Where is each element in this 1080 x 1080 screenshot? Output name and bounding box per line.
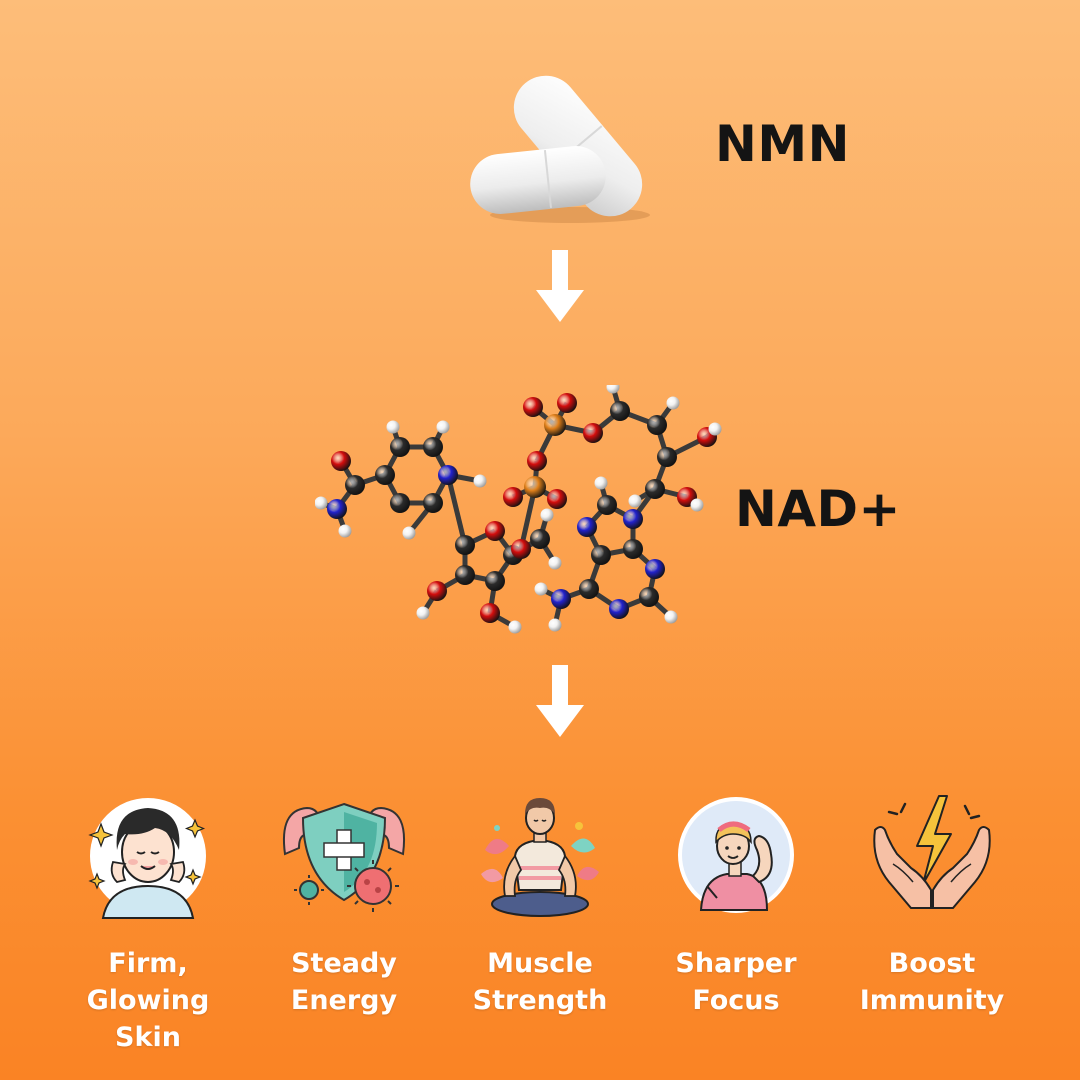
nad-label: NAD+ (735, 480, 901, 538)
capsules-icon (470, 75, 650, 223)
molecule-atom (647, 415, 667, 435)
benefit-line: Strength (472, 985, 608, 1016)
molecule-atom (609, 599, 629, 619)
benefits-row: Firm, Glowing Skin (50, 790, 1030, 1056)
molecule-atom (508, 620, 522, 634)
arrow-down-icon (536, 665, 584, 737)
molecule-atom (402, 526, 416, 540)
molecule-atom (666, 396, 680, 410)
shield-virus-icon (283, 802, 405, 912)
molecule-atom (527, 451, 547, 471)
molecule-atom (480, 603, 500, 623)
molecule-atom (416, 606, 430, 620)
molecule-atom (583, 423, 603, 443)
molecule-atom (511, 539, 531, 559)
molecule-atom (557, 393, 577, 413)
molecule-atom (591, 545, 611, 565)
benefit-line: Sharper (675, 948, 797, 979)
nmn-label: NMN (715, 115, 850, 173)
molecule-atom (455, 565, 475, 585)
benefit-focus-label: Sharper Focus (638, 945, 834, 1019)
molecule-atom (577, 517, 597, 537)
molecule-atom (455, 535, 475, 555)
molecule-atom (423, 493, 443, 513)
molecule-atom (610, 401, 630, 421)
molecule-atom (551, 589, 571, 609)
benefit-focus: Sharper Focus (638, 790, 834, 1056)
molecule-atom (534, 582, 548, 596)
molecule-atom (594, 476, 608, 490)
molecule-atom (548, 556, 562, 570)
molecule-atom (579, 579, 599, 599)
arrow-down-icon (536, 250, 584, 322)
molecule-atom (690, 498, 704, 512)
molecule-atom (540, 508, 554, 522)
molecule-atom (427, 581, 447, 601)
molecule-atom (628, 494, 642, 508)
molecule-atom (664, 610, 678, 624)
benefit-line: Immunity (859, 985, 1005, 1016)
molecule-atom (503, 487, 523, 507)
molecule-atom (606, 385, 620, 394)
benefit-line: Boost (888, 948, 976, 979)
molecule-atom (645, 479, 665, 499)
flexing-woman-icon (678, 797, 794, 913)
benefit-skin: Firm, Glowing Skin (50, 790, 246, 1056)
molecule-atom (657, 447, 677, 467)
benefit-line: Focus (692, 985, 780, 1016)
molecule-atom (473, 474, 487, 488)
molecule-atom (386, 420, 400, 434)
molecule-atom (645, 559, 665, 579)
benefit-line: Steady (291, 948, 397, 979)
benefit-immunity: Boost Immunity (834, 790, 1030, 1056)
benefit-line: Skin (115, 1022, 181, 1053)
molecule-atom (345, 475, 365, 495)
benefit-line: Energy (290, 985, 398, 1016)
molecule-atom (623, 509, 643, 529)
molecule-atom (423, 437, 443, 457)
molecule-atom (544, 414, 566, 436)
benefit-immunity-label: Boost Immunity (834, 945, 1030, 1019)
benefit-line: Muscle (487, 948, 593, 979)
molecule-atom (390, 437, 410, 457)
woman-face-sparkles-icon (88, 798, 206, 919)
benefit-line: Firm, Glowing (86, 948, 210, 1016)
benefit-muscle-label: Muscle Strength (442, 945, 638, 1019)
molecule-atom (327, 499, 347, 519)
molecule-atom (524, 476, 546, 498)
benefit-energy: Steady Energy (246, 790, 442, 1056)
molecule-atom (485, 521, 505, 541)
molecule-atom (331, 451, 351, 471)
molecule-atom (436, 420, 450, 434)
molecule-atom (530, 529, 550, 549)
molecule-atom (390, 493, 410, 513)
molecule-atom (375, 465, 395, 485)
molecule-atom (547, 489, 567, 509)
molecule-bond (445, 474, 468, 546)
molecule-atom (597, 495, 617, 515)
molecule-atom (639, 587, 659, 607)
molecule-atom (708, 422, 722, 436)
molecule-atom (548, 618, 562, 632)
molecule-atom (485, 571, 505, 591)
molecule-atom (315, 496, 328, 510)
meditation-icon (481, 798, 599, 917)
molecule-atom (338, 524, 352, 538)
hands-lightning-icon (873, 795, 991, 909)
benefit-skin-label: Firm, Glowing Skin (50, 945, 246, 1056)
benefit-energy-label: Steady Energy (246, 945, 442, 1019)
molecule-atom (523, 397, 543, 417)
molecule-atom (438, 465, 458, 485)
molecule-atom (623, 539, 643, 559)
nad-molecule-icon (315, 385, 722, 634)
benefit-muscle: Muscle Strength (442, 790, 638, 1056)
